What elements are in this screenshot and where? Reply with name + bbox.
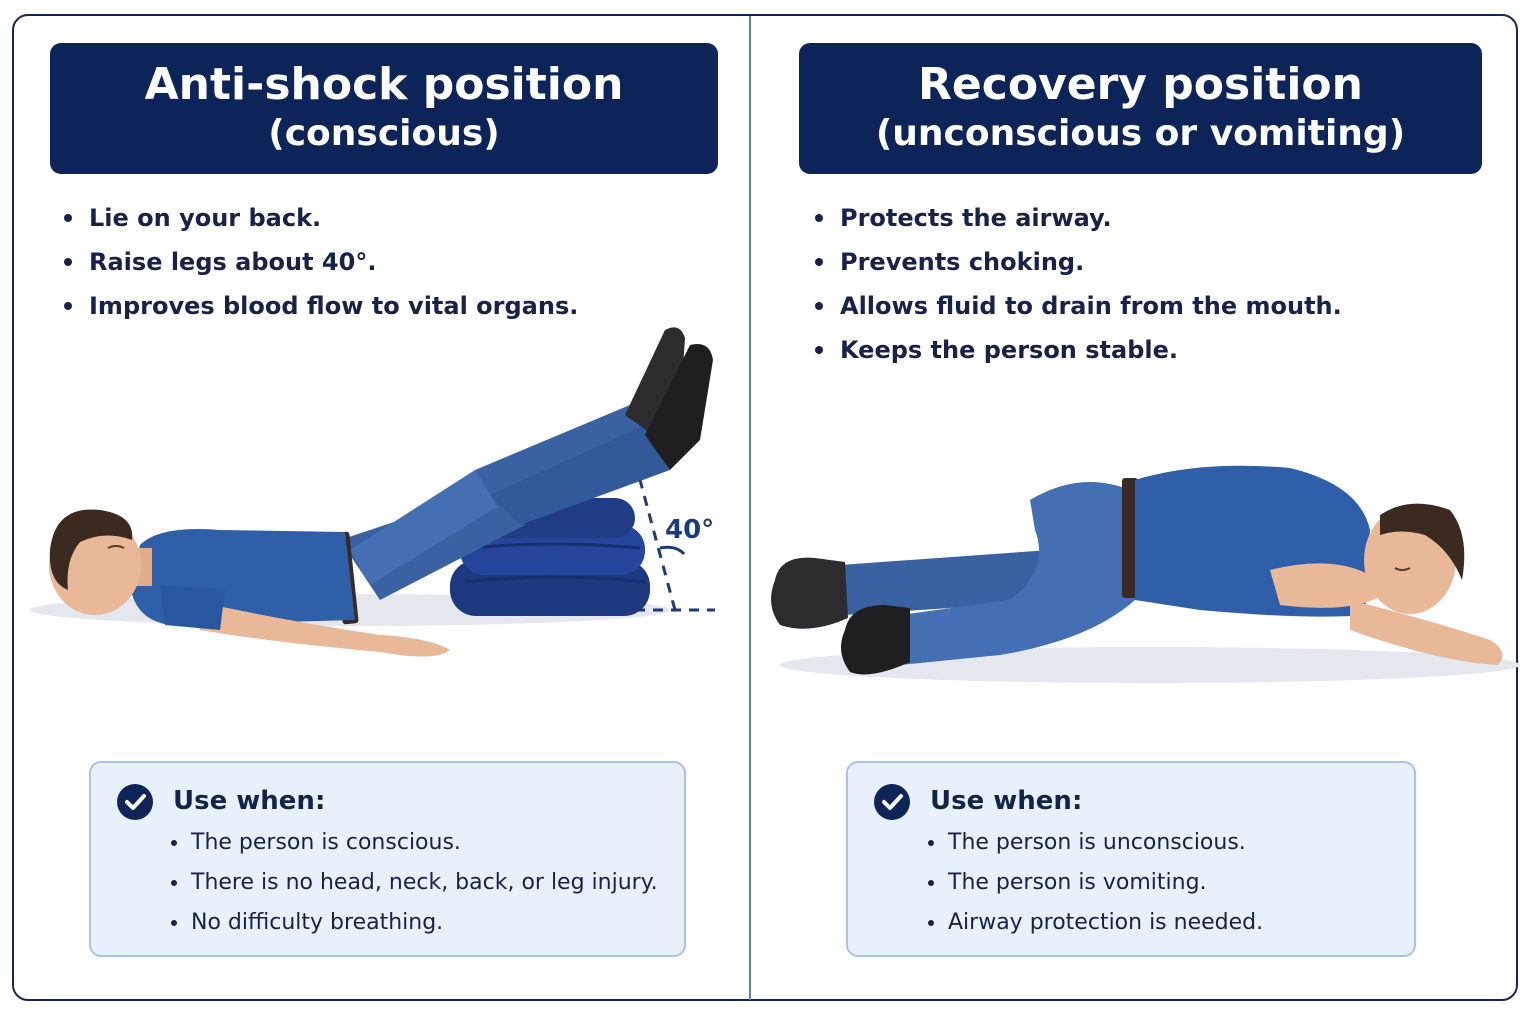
- shoe-icon: [771, 557, 910, 675]
- use-when-item: The person is vomiting.: [928, 863, 1263, 903]
- outer-frame: [12, 14, 1518, 1001]
- use-when-item: There is no head, neck, back, or leg inj…: [171, 863, 658, 903]
- recovery-illustration: [771, 465, 1520, 683]
- recovery-title: Recovery position: [918, 59, 1363, 110]
- angle-indicator: [635, 479, 715, 612]
- bullet-item: Improves blood flow to vital organs.: [64, 284, 578, 328]
- use-when-title: Use when:: [930, 786, 1083, 816]
- bullet-item: Raise legs about 40°.: [64, 240, 578, 284]
- use-when-list: The person is conscious. There is no hea…: [171, 823, 658, 943]
- anti-shock-title: Anti-shock position: [144, 59, 624, 110]
- check-circle-icon: [117, 784, 153, 820]
- bullet-item: Allows fluid to drain from the mouth.: [815, 284, 1342, 328]
- check-circle-icon: [874, 784, 910, 820]
- use-when-item: Airway protection is needed.: [928, 903, 1263, 943]
- anti-shock-subtitle: (conscious): [268, 113, 500, 154]
- use-when-item: The person is unconscious.: [928, 823, 1263, 863]
- recovery-header: Recovery position (unconscious or vomiti…: [799, 43, 1482, 174]
- use-when-item: The person is conscious.: [171, 823, 658, 863]
- bullet-item: Lie on your back.: [64, 196, 578, 240]
- recovery-subtitle: (unconscious or vomiting): [875, 113, 1406, 154]
- anti-shock-use-when-card: Use when: The person is conscious. There…: [89, 761, 686, 957]
- recovery-panel: Recovery position (unconscious or vomiti…: [750, 0, 1536, 1024]
- anti-shock-bullets: Lie on your back. Raise legs about 40°. …: [64, 196, 578, 328]
- use-when-item: No difficulty breathing.: [171, 903, 658, 943]
- panel-divider: [749, 16, 751, 1000]
- recovery-use-when-card: Use when: The person is unconscious. The…: [846, 761, 1416, 957]
- recovery-bullets: Protects the airway. Prevents choking. A…: [815, 196, 1342, 372]
- bullet-item: Prevents choking.: [815, 240, 1342, 284]
- angle-label: 40°: [665, 515, 714, 545]
- use-when-list: The person is unconscious. The person is…: [928, 823, 1263, 943]
- shoe-icon: [625, 327, 713, 470]
- anti-shock-illustration: 40°: [30, 327, 715, 657]
- bullet-item: Keeps the person stable.: [815, 328, 1342, 372]
- anti-shock-header: Anti-shock position (conscious): [50, 43, 718, 174]
- bullet-item: Protects the airway.: [815, 196, 1342, 240]
- use-when-title: Use when:: [173, 786, 326, 816]
- anti-shock-panel: Anti-shock position (conscious) Lie on y…: [0, 0, 750, 1024]
